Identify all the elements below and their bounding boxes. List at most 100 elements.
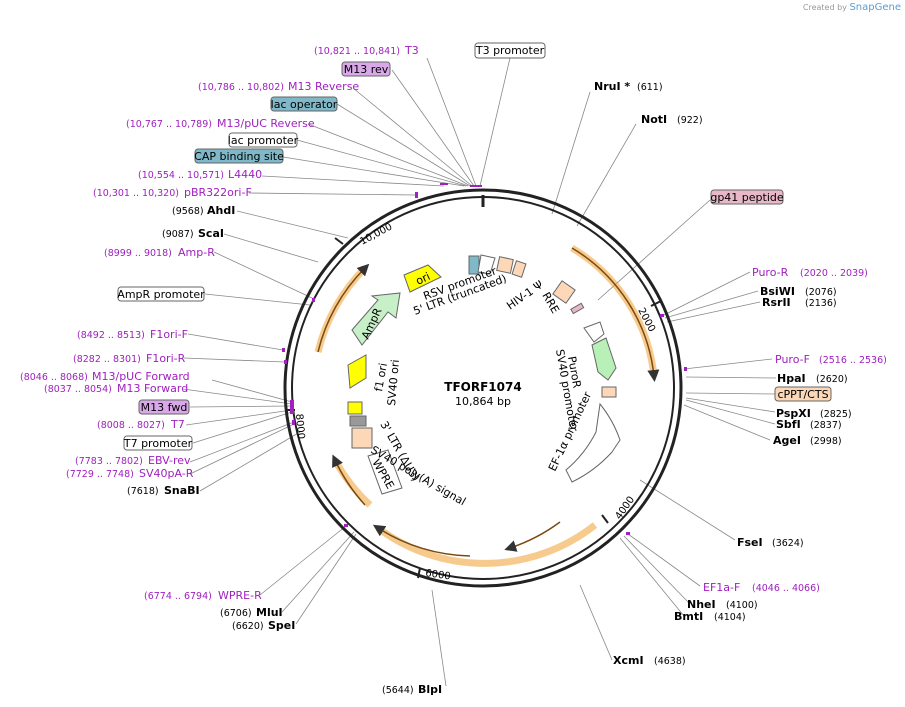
box-gp41 (710, 189, 784, 205)
ltr3-box (351, 427, 373, 449)
gp41-box (570, 302, 585, 315)
enzyme-blpi-pos: (5644) (382, 685, 414, 696)
puror-arrow (591, 337, 617, 381)
box-lac-promoter (228, 132, 298, 148)
enzyme-agei-pos: (2998) (810, 436, 842, 447)
primer-ampr: Amp-R (178, 246, 215, 259)
primer-puror-range: (2020 .. 2039) (800, 268, 868, 279)
primer-purof-range: (2516 .. 2536) (819, 355, 887, 366)
box-m13-fwd (138, 399, 190, 415)
enzyme-scai: ScaI (198, 227, 224, 240)
rsv-arrow (477, 254, 496, 275)
sv40polya-box (349, 415, 367, 427)
enzyme-sbfi-pos: (2837) (810, 420, 842, 431)
primer-ebvrev-range: (7783 .. 7802) (75, 456, 143, 467)
primer-ef1af: EF1a-F (703, 581, 740, 594)
enzyme-spei: SpeI (268, 619, 295, 632)
enzyme-spei-pos: (6620) (232, 621, 264, 632)
enzyme-bmti: BmtI (674, 610, 703, 623)
enzyme-rsrii: RsrII (762, 296, 791, 309)
primer-ampr-range: (8999 .. 9018) (104, 248, 172, 259)
wpre-arrow (367, 449, 403, 495)
enzyme-noti-pos: (922) (677, 115, 703, 126)
label-ampr-promoter: AmpR promoter (117, 288, 205, 301)
enzyme-snabi-pos: (7618) (127, 486, 159, 497)
primer-f1orir: F1ori-R (146, 352, 186, 365)
primer-ebvrev: EBV-rev (148, 454, 191, 467)
snapgene-credit: Created by SnapGene (803, 2, 901, 13)
tick-label-6000: 6000 (425, 568, 452, 582)
feat-f1ori: f1 ori (372, 362, 390, 393)
enzyme-ahdi: AhdI (207, 204, 235, 217)
box-cap-site (194, 148, 284, 164)
credit-prefix: Created by (802, 3, 847, 12)
box-lac-operator (270, 96, 338, 112)
label-gp41: gp41 peptide (710, 191, 784, 204)
enzyme-xcmi-pos: (4638) (654, 656, 686, 667)
primer-m13pucrev: M13/pUC Reverse (217, 117, 315, 130)
label-cppt: cPPT/CTS (777, 388, 828, 401)
label-cap-site: CAP binding site (194, 150, 284, 163)
plasmid-name: TFORF1074 (444, 380, 521, 394)
leader-lines (182, 57, 777, 687)
primer-f1orif-range: (8492 .. 8513) (77, 330, 145, 341)
psi-box (511, 260, 527, 278)
enzyme-mlui-pos: (6706) (220, 608, 252, 619)
primer-wprer-range: (6774 .. 6794) (144, 591, 212, 602)
enzyme-xcmi: XcmI (613, 654, 644, 667)
enzyme-ahdi-pos: (9568) (172, 206, 204, 217)
ef1a-arrow (565, 402, 621, 483)
box-t7-promoter (123, 435, 193, 451)
primer-m13fwd-range: (8037 .. 8054) (44, 384, 112, 395)
enzyme-noti: NotI (641, 113, 667, 126)
enzyme-scai-pos: (9087) (162, 229, 194, 240)
orf-arcs-core (317, 247, 660, 557)
f1ori-arrow (347, 354, 367, 389)
primer-f1orir-range: (8282 .. 8301) (73, 354, 141, 365)
enzyme-agei: AgeI (773, 434, 801, 447)
enzyme-rsrii-pos: (2136) (805, 298, 837, 309)
primer-l4440-range: (10,554 .. 10,571) (138, 170, 224, 181)
rre-box (552, 280, 576, 304)
enzyme-bsiwi: BsiWI (760, 285, 795, 298)
inner-features (347, 254, 621, 495)
primer-m13fwd: M13 Forward (117, 382, 188, 395)
feat-psi: HIV-1 Ψ (504, 278, 546, 313)
primer-ef1af-range: (4046 .. 4066) (752, 583, 820, 594)
enzyme-blpi: BlpI (418, 683, 442, 696)
tick-label-8000: 8000 (293, 413, 306, 439)
enzyme-mlui: MluI (256, 606, 283, 619)
feat-ori: ori (414, 270, 432, 288)
primer-l4440: L4440 (228, 168, 262, 181)
ori-arrow (403, 264, 442, 293)
ampr-arrow (351, 292, 401, 346)
cppt-box (601, 386, 617, 398)
feat-sv40ori: SV40 ori (385, 359, 402, 406)
primer-m13reverse: M13 Reverse (288, 80, 359, 93)
label-t7-promoter: T7 promoter (123, 437, 193, 450)
primer-t7: T7 (170, 418, 185, 431)
primer-m13pucrev-range: (10,767 .. 10,789) (126, 119, 212, 130)
primer-puror: Puro-R (752, 266, 789, 279)
label-lac-operator: lac operator (271, 98, 338, 111)
primer-m13pucfwd-range: (8046 .. 8068) (20, 372, 88, 383)
enzyme-nhei: NheI (687, 598, 716, 611)
enzyme-hpai: HpaI (777, 372, 806, 385)
box-ampr-promoter (117, 286, 205, 302)
primer-t3-range: (10,821 .. 10,841) (314, 46, 400, 57)
enzyme-hpai-pos: (2620) (816, 374, 848, 385)
label-m13-rev: M13 rev (344, 63, 389, 76)
tick-label-10000: 10,000 (358, 222, 394, 248)
primer-t7-range: (8008 .. 8027) (97, 420, 165, 431)
primer-wprer: WPRE-R (218, 589, 262, 602)
enzyme-fsei-pos: (3624) (772, 538, 804, 549)
enzyme-bmti-pos: (4104) (714, 612, 746, 623)
primer-f1orif: F1ori-F (150, 328, 188, 341)
label-lac-promoter: lac promoter (228, 134, 299, 147)
primer-sv40par-range: (7729 .. 7748) (66, 469, 134, 480)
scale-ticks (285, 237, 662, 579)
enzyme-fsei: FseI (737, 536, 763, 549)
plasmid-size: 10,864 bp (455, 395, 511, 408)
enzyme-pspxi: PspXI (776, 407, 811, 420)
